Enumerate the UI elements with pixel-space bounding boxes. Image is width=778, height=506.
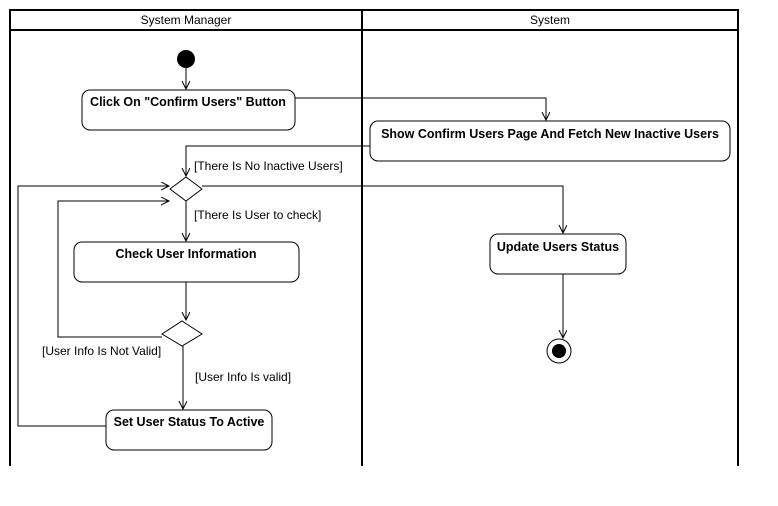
decision-inactive-users bbox=[169, 176, 203, 202]
edge-set-active-loop bbox=[17, 186, 169, 427]
final-node bbox=[546, 338, 572, 364]
swimlane-pool: System Manager System bbox=[9, 9, 739, 466]
action-show-confirm-page-label: Show Confirm Users Page And Fetch New In… bbox=[381, 127, 719, 141]
guard-user-to-check: [There Is User to check] bbox=[194, 208, 321, 222]
action-check-user-info-label: Check User Information bbox=[115, 247, 256, 261]
edge-decision-to-update-status bbox=[202, 185, 563, 233]
guard-user-info-valid: [User Info Is valid] bbox=[195, 370, 291, 384]
action-update-users-status bbox=[489, 233, 627, 275]
guard-user-info-not-valid: [User Info Is Not Valid] bbox=[42, 344, 161, 358]
decision-user-info-valid bbox=[161, 320, 203, 347]
action-update-users-status-label: Update Users Status bbox=[497, 240, 619, 254]
lane-title-system-manager: System Manager bbox=[141, 13, 232, 27]
lane-title-system: System bbox=[530, 13, 570, 27]
edge-show-page-to-decision bbox=[186, 145, 370, 176]
action-click-confirm-users-label: Click On "Confirm Users" Button bbox=[90, 95, 286, 109]
edge-not-valid-loop bbox=[57, 201, 169, 338]
lane-header-bar bbox=[9, 9, 739, 31]
edge-click-to-show-page bbox=[295, 97, 546, 120]
action-set-user-active-label: Set User Status To Active bbox=[114, 415, 265, 429]
action-set-user-active bbox=[105, 409, 273, 451]
action-click-confirm-users bbox=[81, 89, 296, 131]
initial-node bbox=[177, 50, 195, 68]
action-show-confirm-page bbox=[369, 120, 731, 162]
guard-no-inactive-users: [There Is No Inactive Users] bbox=[194, 159, 343, 173]
